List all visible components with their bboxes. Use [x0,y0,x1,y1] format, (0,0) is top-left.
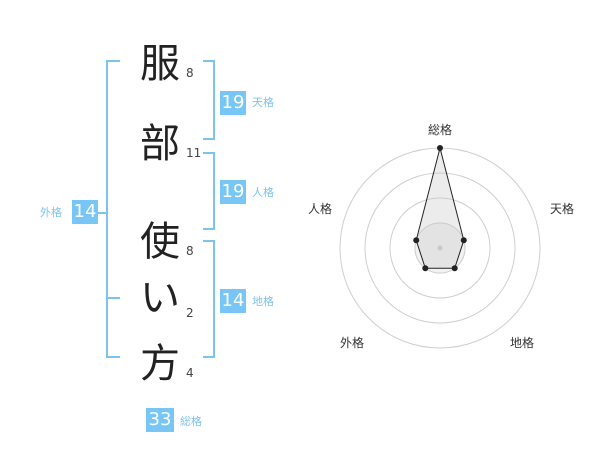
chikaku-label: 地格 [252,295,274,308]
stroke-count-1: 8 [186,66,194,80]
radar-axis-label-tenkaku: 天格 [550,202,575,216]
radar-point-4 [422,265,429,272]
soukaku-value-box: 33 [146,408,174,432]
tenkaku-value-box: 19 [220,91,246,115]
jinkaku-bracket-vertical [213,152,215,230]
radar-axis-label-gaikaku: 外格 [340,336,365,350]
chikaku-value-box: 14 [220,289,246,313]
jinkaku-value-box: 19 [220,180,246,204]
tenkaku-bracket-bottom [203,138,215,140]
radar-point-1 [437,145,443,151]
jinkaku-bracket-bottom [203,228,215,230]
chikaku-bracket-top [203,240,215,242]
gaikaku-bracket-vertical [106,60,108,358]
chikaku-bracket-vertical [213,240,215,358]
name-char-4: い [140,275,180,321]
radar-center-dot [437,245,443,251]
radar-point-3 [451,265,458,272]
radar-axis-label-chikaku: 地格 [510,336,535,350]
jinkaku-label: 人格 [252,186,274,199]
radar-point-5 [413,237,420,244]
tenkaku-bracket-vertical [213,60,215,140]
soukaku-label: 総格 [180,415,202,428]
tenkaku-bracket-top [203,60,215,62]
stroke-count-4: 2 [186,306,194,320]
name-char-3: 使 [140,219,180,265]
tenkaku-label: 天格 [252,96,274,109]
chikaku-bracket-bottom [203,356,215,358]
name-char-2: 部 [140,121,180,167]
radar-point-2 [460,237,467,244]
stroke-count-3: 8 [186,244,194,258]
radar-axis-label-jinkaku: 人格 [308,202,333,216]
gaikaku-label: 外格 [40,206,62,219]
gaikaku-bracket-connector [98,212,106,214]
gaikaku-bracket-top [106,60,120,62]
name-char-1: 服 [140,41,180,87]
radar-series-polygon [415,147,465,269]
radar-ring-2 [389,197,491,299]
gaikaku-bracket-bottom [106,356,120,358]
radar-ring-3 [364,172,516,324]
name-char-5: 方 [140,341,180,387]
stroke-count-2: 11 [186,146,202,160]
gaikaku-value-box: 14 [72,200,98,224]
gaikaku-bracket-split [106,297,120,299]
jinkaku-bracket-top [203,152,215,154]
stroke-count-5: 4 [186,366,194,380]
radar-axis-label-soukaku: 総格 [428,123,453,137]
